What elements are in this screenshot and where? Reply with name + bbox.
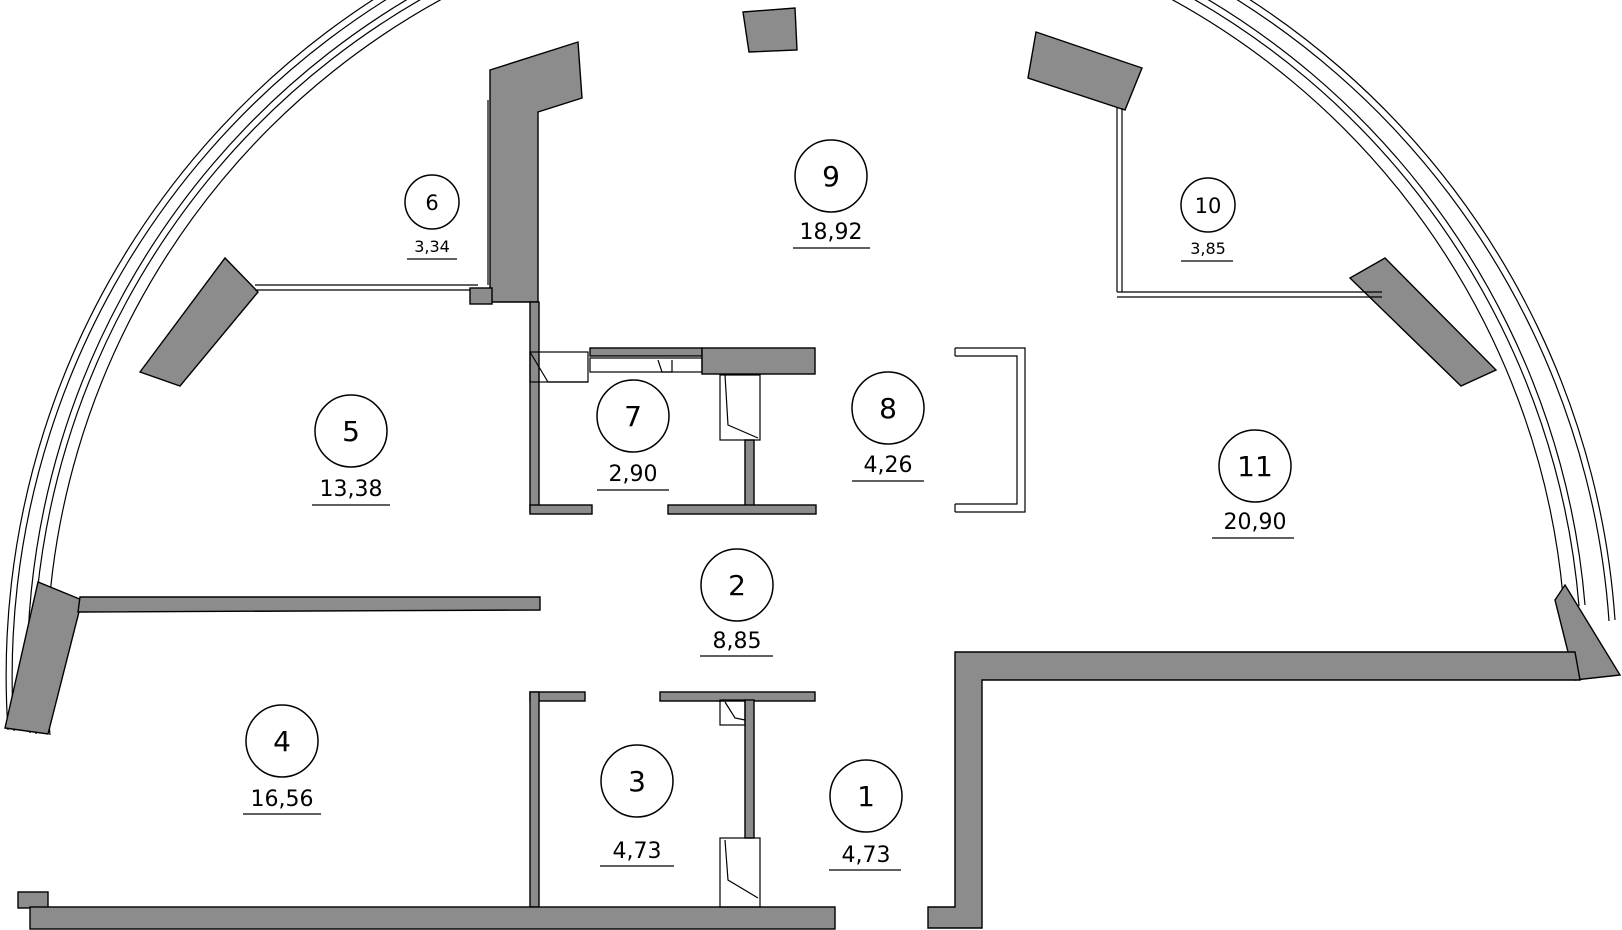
room-label-10: 10 3,85 xyxy=(1180,177,1236,262)
facade-wall-left-bottom xyxy=(4,581,83,735)
room-number: 3 xyxy=(628,765,646,798)
room-number: 2 xyxy=(728,569,746,602)
room-area: 3,85 xyxy=(1190,239,1226,258)
facade-wall-left xyxy=(138,256,259,387)
room-number: 4 xyxy=(273,725,291,758)
room-number: 1 xyxy=(857,780,875,813)
doors xyxy=(529,347,1026,908)
room-number: 6 xyxy=(425,191,438,215)
room-label-1: 1 4,73 xyxy=(829,759,903,871)
room-number: 7 xyxy=(624,400,642,433)
facade-wall-top-left xyxy=(489,41,583,303)
room-number: 5 xyxy=(342,415,360,448)
room-area: 8,85 xyxy=(713,629,762,654)
room-area: 16,56 xyxy=(251,787,314,812)
room-label-8: 8 4,26 xyxy=(851,371,925,482)
room-label-9: 9 18,92 xyxy=(793,139,870,249)
room-number: 8 xyxy=(879,392,897,425)
facade-wall-top-right xyxy=(1027,31,1143,111)
room-label-4: 4 16,56 xyxy=(243,704,321,815)
room-number: 11 xyxy=(1237,450,1273,483)
balcony-partitions xyxy=(255,100,1382,298)
room-area: 4,73 xyxy=(842,843,891,868)
room-area: 3,34 xyxy=(414,237,450,256)
room-label-5: 5 13,38 xyxy=(312,394,390,506)
room-area: 18,92 xyxy=(800,220,863,245)
room-area: 2,90 xyxy=(609,462,658,487)
room-area: 4,26 xyxy=(864,453,913,478)
facade-walls xyxy=(4,7,1622,735)
room-area: 20,90 xyxy=(1224,510,1287,535)
facade-arcs xyxy=(5,0,1616,736)
facade-wall-right xyxy=(1348,257,1498,387)
room-label-11: 11 20,90 xyxy=(1212,429,1294,539)
room-area: 4,73 xyxy=(613,839,662,864)
room-area: 13,38 xyxy=(320,477,383,502)
interior-walls xyxy=(17,287,1581,930)
room-number: 10 xyxy=(1195,194,1222,218)
room-number: 9 xyxy=(822,160,840,193)
room-label-7: 7 2,90 xyxy=(596,379,670,491)
room-label-6: 6 3,34 xyxy=(404,174,460,260)
room-label-3: 3 4,73 xyxy=(600,744,674,867)
facade-wall-top xyxy=(742,7,798,53)
room-label-2: 2 8,85 xyxy=(700,548,774,657)
